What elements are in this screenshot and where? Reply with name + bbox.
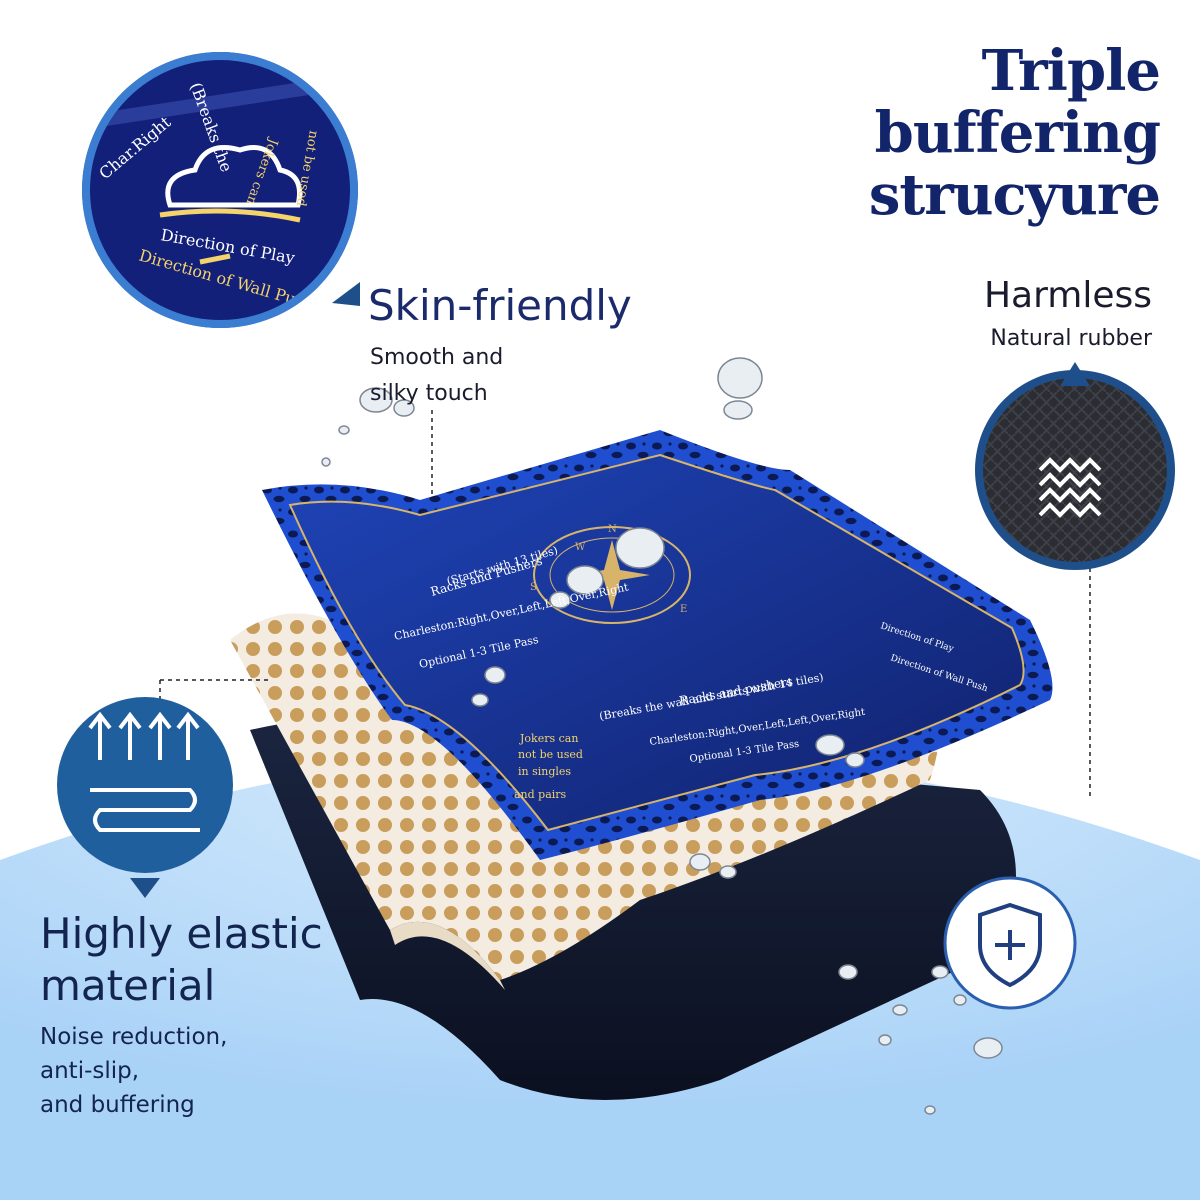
mat-jokers-2: not be used <box>518 748 583 761</box>
compass-w: W <box>575 542 586 553</box>
shield-badge <box>943 876 1077 1010</box>
elastic-title-line-2: material <box>40 961 216 1010</box>
skin-friendly-desc-2: silky touch <box>370 381 488 406</box>
elastic-circle <box>57 697 233 873</box>
skin-friendly-title: Skin-friendly <box>368 281 632 330</box>
pointer-triangle-skin <box>332 282 360 306</box>
zoom-inset: Direction of Play Direction of Wall Push… <box>82 52 358 328</box>
elastic-desc-line-1: Noise reduction, <box>40 1024 228 1050</box>
fabric-texture-icon <box>1038 457 1102 518</box>
compass-icon <box>533 526 691 624</box>
headline-line-3: strucyure <box>868 162 1161 228</box>
elastic-title: Highly elastic material <box>40 908 360 1012</box>
elastic-desc: Noise reduction, anti-slip, and bufferin… <box>40 1020 340 1122</box>
mat-jokers-4: and pairs <box>514 788 567 801</box>
skin-friendly-desc-1: Smooth and <box>370 345 504 370</box>
elastic-desc-line-3: and buffering <box>40 1092 195 1118</box>
headline-line-2: buffering <box>874 100 1161 166</box>
compass-n: N <box>608 524 617 535</box>
mat-jokers-3: in singles <box>518 765 571 778</box>
headline: Triple buffering strucyure <box>820 38 1161 228</box>
pointer-triangle-elastic <box>130 878 160 898</box>
elastic-desc-line-2: anti-slip, <box>40 1058 140 1084</box>
water-droplets <box>321 357 1005 1115</box>
fabric-circle <box>975 370 1175 570</box>
elastic-arrows-icon <box>88 711 200 832</box>
harmless-desc: Natural rubber <box>990 326 1152 351</box>
shield-plus-icon <box>978 902 1042 988</box>
mat-jokers-1: Jokers can <box>519 732 578 745</box>
cloud-icon <box>159 145 302 223</box>
layer-foam-edge <box>390 921 505 990</box>
pointer-triangle-harmless <box>1060 362 1090 386</box>
layer-mat-field <box>288 453 1025 832</box>
callout-lines <box>159 410 1091 870</box>
headline-line-1: Triple <box>981 38 1161 104</box>
compass-s: S <box>530 582 537 593</box>
elastic-title-line-1: Highly elastic <box>40 909 323 958</box>
harmless-title: Harmless <box>983 275 1152 316</box>
compass-e: E <box>680 604 687 615</box>
